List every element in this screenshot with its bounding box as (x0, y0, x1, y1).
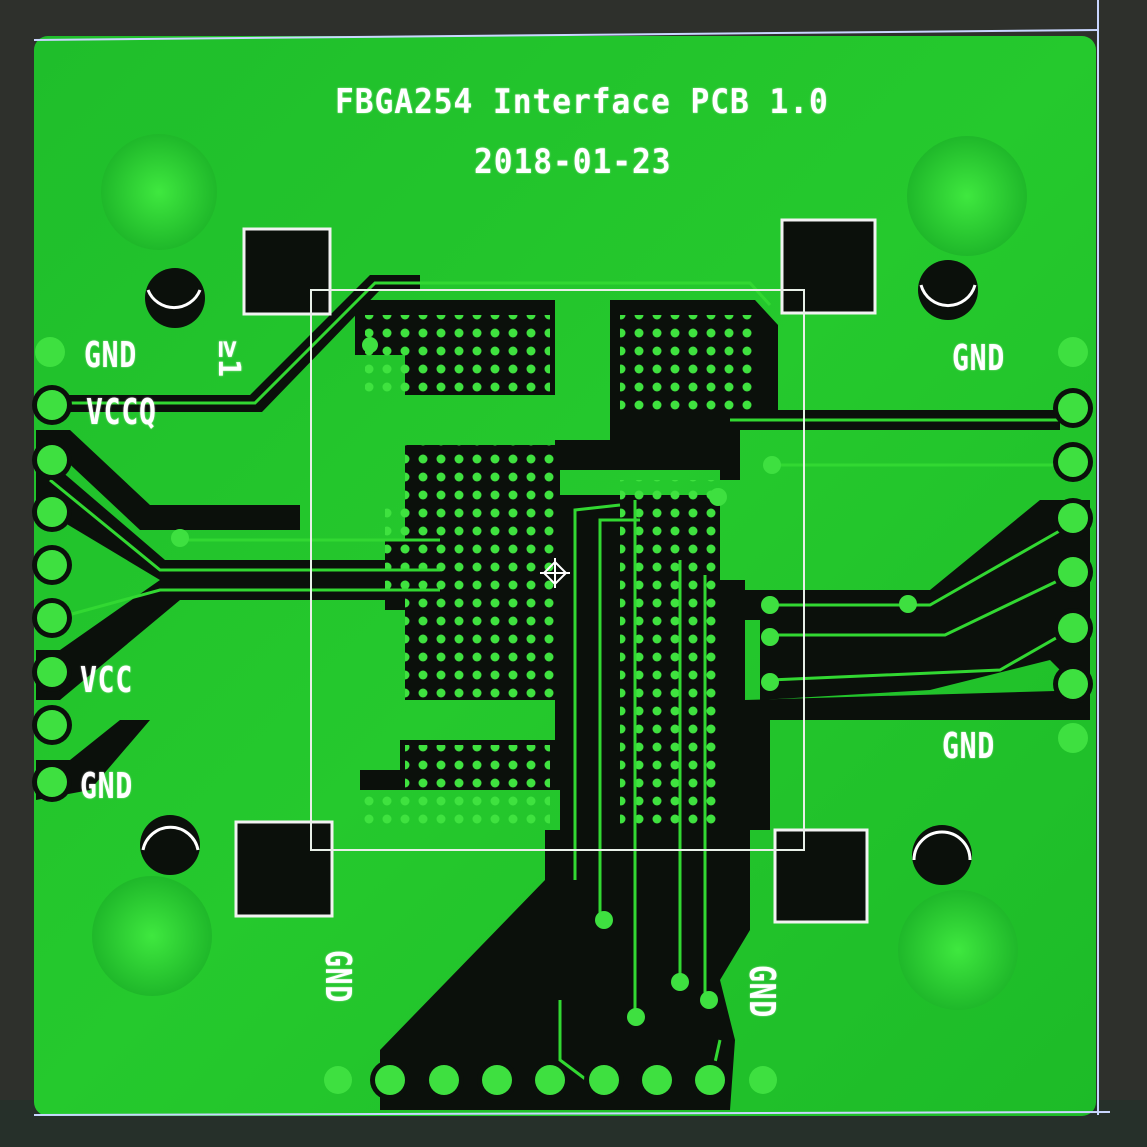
label-gnd-bottom-left: GND (80, 766, 134, 807)
label-gnd-top-left: GND (84, 335, 138, 376)
label-gnd-mid-right: GND (942, 726, 996, 767)
label-gnd-top-right: GND (952, 338, 1006, 379)
bga-pads (360, 315, 755, 825)
right-edge-pads (1053, 337, 1093, 753)
corner-pad-outlines (234, 218, 877, 924)
vias (171, 337, 917, 1026)
label-gnd-bottom-right: GND (741, 965, 782, 1019)
label-vcc: VCC (80, 660, 134, 701)
frame-lines (33, 0, 1111, 1116)
bottom-edge-pads (324, 1060, 777, 1100)
mounting-holes (140, 260, 978, 885)
board-date: 2018-01-23 (474, 142, 672, 182)
left-edge-pads (32, 337, 72, 802)
traces (36, 281, 1072, 1092)
label-vccq: VCCQ (86, 392, 157, 433)
pin1-marker: ≥1 (211, 340, 246, 379)
label-gnd-bottom-center: GND (317, 950, 358, 1004)
component-outline (310, 289, 805, 851)
board-title: FBGA254 Interface PCB 1.0 (335, 82, 829, 122)
origin-marker (540, 558, 570, 588)
fiducial-circles (92, 134, 1027, 1010)
